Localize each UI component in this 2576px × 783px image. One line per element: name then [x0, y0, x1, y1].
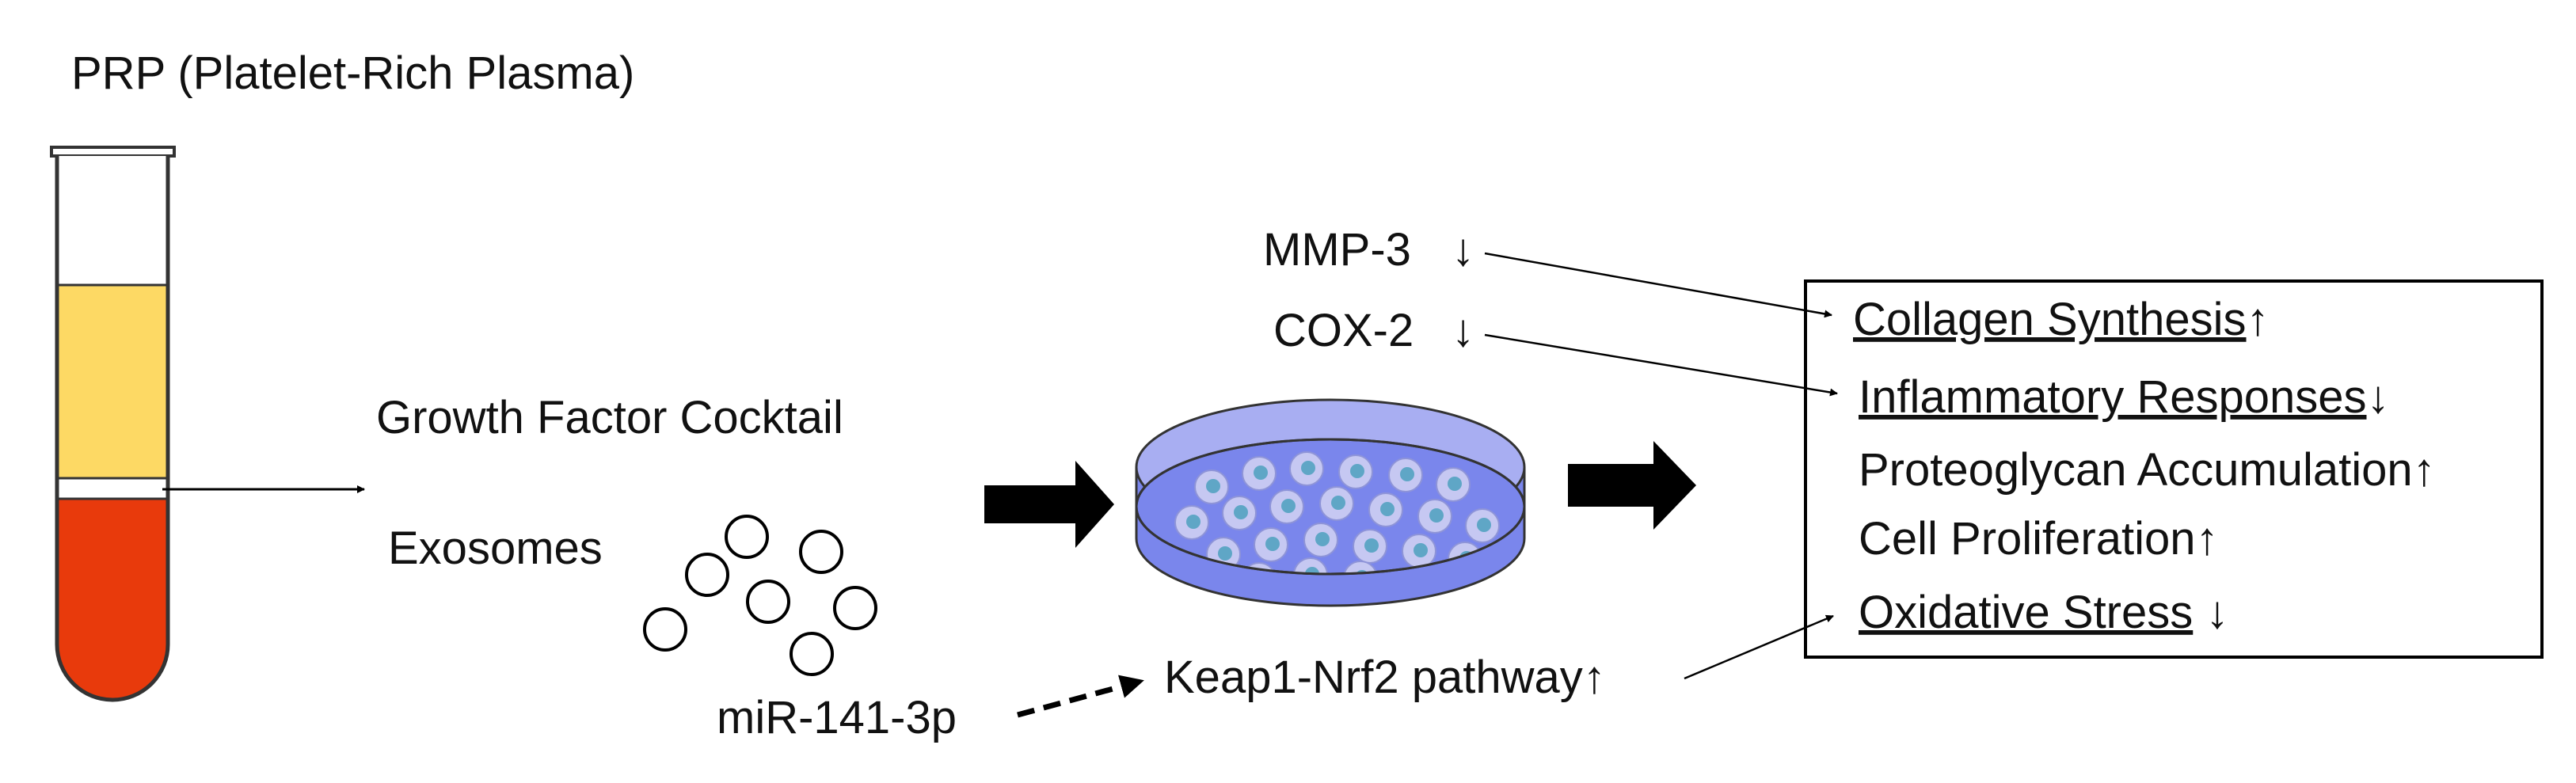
big-arrow-to-effects	[1568, 441, 1696, 530]
exosome-circle	[725, 515, 769, 559]
cell	[1388, 458, 1423, 492]
mirna-label: miR-141-3p	[717, 692, 957, 743]
cell	[1222, 496, 1257, 530]
cell	[1254, 527, 1288, 562]
mmp3-arrow-glyph: ↓	[1452, 224, 1474, 276]
effect-item: Collagen Synthesis↑	[1853, 294, 2270, 345]
effect-label: Inflammatory Responses	[1859, 371, 2366, 423]
mmp3-label: MMP-3	[1263, 224, 1411, 276]
big-arrow-to-dish	[984, 461, 1114, 548]
cell	[1319, 486, 1354, 521]
effect-trend-arrow: ↑	[2247, 294, 2270, 345]
cell	[1417, 499, 1452, 534]
tube-outline	[55, 156, 170, 702]
cell	[1353, 529, 1387, 564]
cox2-label: COX-2	[1273, 305, 1414, 356]
effect-item: Cell Proliferation↑	[1859, 513, 2219, 564]
mirna-dashed-arrow	[1017, 675, 1144, 718]
effect-label: Proteoglycan Accumulation	[1859, 444, 2413, 496]
petri-dish	[1135, 398, 1526, 607]
exosome-group	[643, 515, 877, 676]
exosome-circle	[643, 607, 687, 652]
exosome-circle	[746, 580, 790, 624]
cell	[1436, 467, 1471, 502]
prp-test-tube	[50, 146, 176, 702]
tube-cap	[50, 146, 176, 158]
effect-item: Inflammatory Responses↓	[1859, 371, 2389, 423]
pathway-label: Keap1-Nrf2 pathway↑	[1164, 652, 1606, 703]
cell	[1465, 508, 1500, 543]
effect-trend-arrow: ↓	[2366, 371, 2389, 423]
cox2-to-inflammation-arrow	[1484, 333, 1838, 397]
buffy-coat-layer	[57, 478, 168, 499]
effect-item: Oxidative Stress ↓	[1859, 587, 2228, 638]
cell	[1289, 451, 1324, 486]
cell	[1402, 534, 1436, 568]
effect-label: Collagen Synthesis	[1853, 294, 2247, 345]
red-blood-cell-layer	[57, 499, 168, 700]
plasma-layer	[57, 285, 168, 478]
effect-item: Proteoglycan Accumulation↑	[1859, 444, 2436, 496]
mmp3-to-collagen-arrow	[1484, 252, 1832, 318]
cell	[1338, 454, 1373, 489]
cell	[1368, 492, 1403, 527]
effect-trend-arrow: ↓	[2193, 587, 2228, 638]
exosome-circle	[790, 632, 834, 676]
effect-trend-arrow: ↑	[2413, 444, 2436, 496]
tube-top-empty	[57, 156, 168, 285]
exosome-circle	[799, 530, 843, 574]
exosome-circle	[685, 553, 729, 597]
effect-label: Cell Proliferation	[1859, 513, 2196, 564]
exosome-circle	[833, 586, 877, 630]
effects-list: Collagen Synthesis↑Inflammatory Response…	[1853, 294, 2436, 638]
cell	[1269, 489, 1304, 524]
tube-title: PRP (Platelet-Rich Plasma)	[71, 48, 634, 99]
cell	[1174, 505, 1209, 540]
effect-label: Oxidative Stress	[1859, 587, 2193, 638]
cell	[1303, 523, 1338, 557]
effects-box	[1804, 279, 2544, 659]
effect-trend-arrow: ↑	[2196, 513, 2219, 564]
growth-factor-label: Growth Factor Cocktail	[376, 392, 843, 443]
cell	[1293, 557, 1328, 574]
exosomes-label: Exosomes	[388, 523, 603, 574]
cox2-arrow-glyph: ↓	[1452, 305, 1474, 356]
pathway-to-oxidative-arrow	[1684, 614, 1834, 680]
dish-rim	[1135, 438, 1526, 576]
cell	[1194, 469, 1229, 504]
cell	[1242, 456, 1277, 491]
